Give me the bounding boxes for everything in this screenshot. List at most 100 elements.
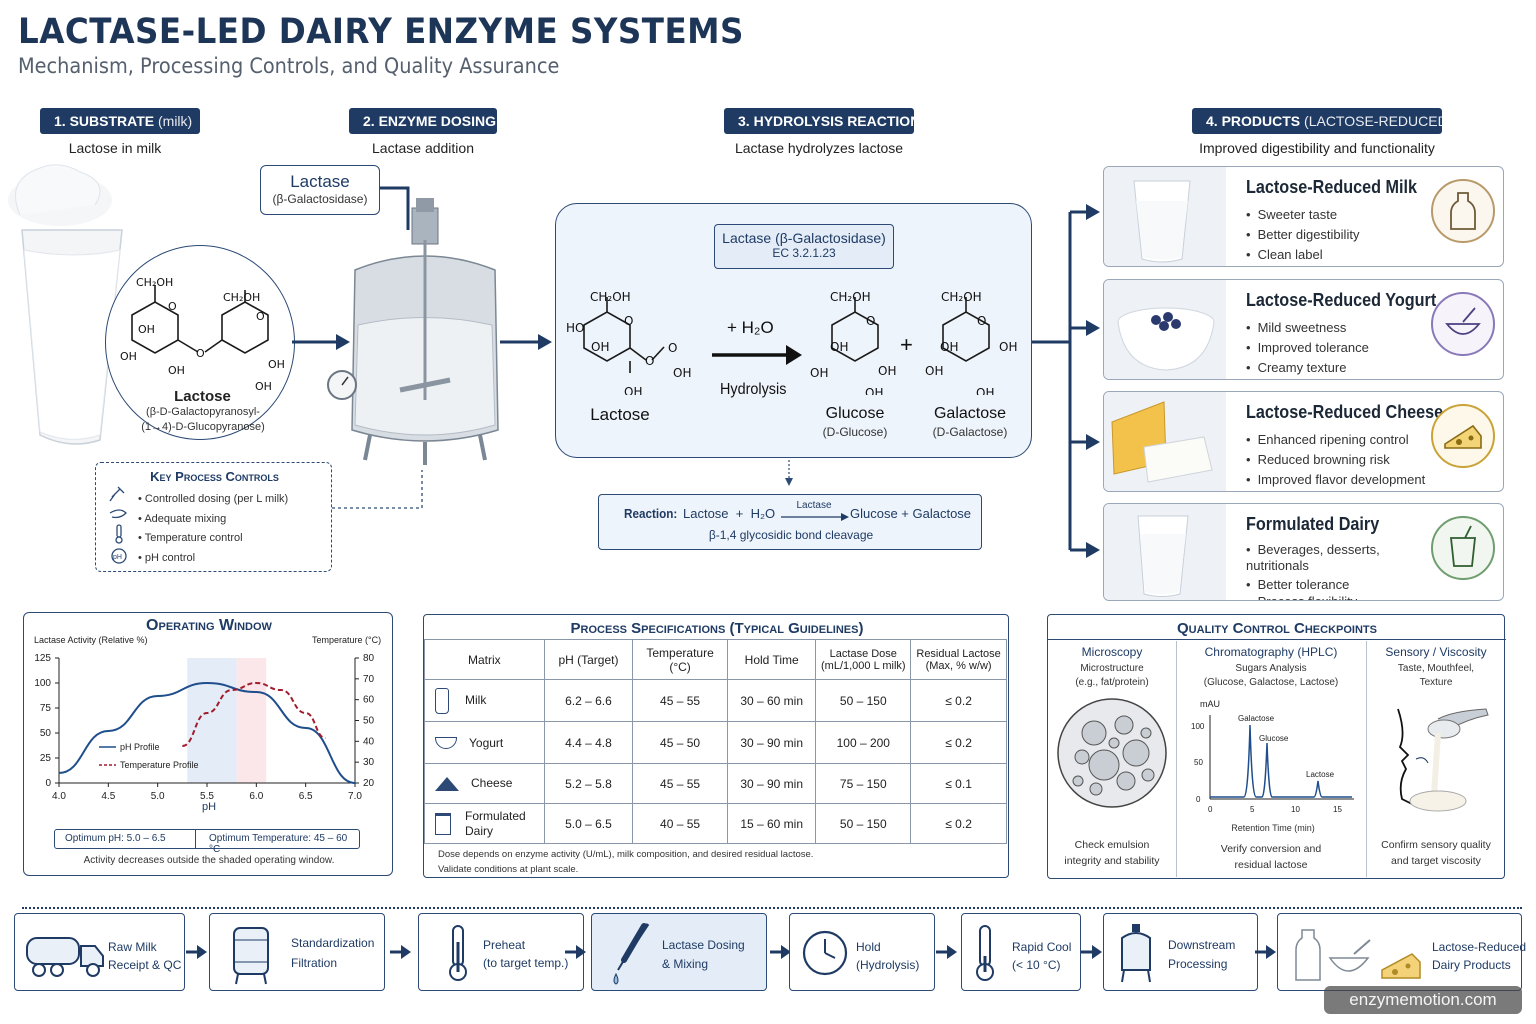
hplc-x-label: Retention Time (min)	[1231, 823, 1315, 833]
lactase-desc: (β-Galactosidase)	[272, 192, 368, 206]
table-row: Yogurt 4.4 – 4.8 45 – 50 30 – 90 min 100…	[424, 721, 1007, 764]
shaded-temp-window	[236, 658, 267, 783]
svg-text:5: 5	[1250, 805, 1255, 814]
sensory-sub-1: Taste, Mouthfeel,	[1397, 663, 1475, 674]
x-tick-label: 4.0	[52, 791, 66, 802]
flow-label-1: Preheat	[483, 938, 526, 952]
optimum-ph: Optimum pH: 5.0 – 6.5	[65, 833, 166, 844]
dose-cell: 50 – 150	[815, 803, 912, 844]
controls-icons: pH	[109, 486, 127, 564]
svg-text:OH: OH	[673, 366, 691, 380]
ec-number: EC 3.2.1.23	[772, 246, 836, 260]
mixing-icon	[109, 509, 127, 519]
svg-text:O: O	[168, 300, 177, 313]
residual-cell: ≤ 0.1	[910, 763, 1007, 804]
flow-label-2: (Hydrolysis)	[856, 958, 920, 972]
thermometer-icon	[449, 925, 467, 981]
control-item: • Temperature control	[138, 532, 243, 544]
matrix-cell: Yogurt	[469, 735, 504, 750]
reaction-galactose-sub: (D-Galactose)	[932, 425, 1008, 439]
control-item: • Adequate mixing	[138, 512, 227, 525]
equation-right: Glucose + Galactose	[850, 506, 972, 521]
hplc-foot-2: residual lactose	[1234, 859, 1308, 871]
operating-window-note: Activity decreases outside the shaded op…	[83, 855, 335, 866]
water-label: + H₂O	[727, 318, 774, 337]
svg-text:50: 50	[1194, 758, 1203, 767]
milk-glass-photo	[1104, 167, 1226, 266]
key-controls-title: Key Process Controls	[150, 469, 279, 484]
flow-label-2: (< 10 °C)	[1012, 958, 1061, 972]
ph-cell: 5.2 – 5.8	[543, 763, 634, 804]
y2-tick-label: 20	[363, 778, 375, 789]
svg-text:10: 10	[1291, 805, 1300, 814]
lactase-name: Lactase	[290, 172, 350, 191]
product-title: Formulated Dairy	[1246, 514, 1380, 534]
svg-text:OH: OH	[591, 340, 609, 354]
y-tick-label: 50	[40, 728, 52, 739]
svg-text:0: 0	[1208, 805, 1213, 814]
svg-text:CH₂OH: CH₂OH	[223, 291, 260, 304]
svg-text:OH: OH	[830, 340, 848, 354]
dose-cell: 75 – 150	[815, 763, 912, 804]
shaded-ph-window	[187, 658, 237, 783]
product-bullets: Enhanced ripening controlReduced brownin…	[1246, 430, 1426, 490]
flow-label-1: Lactase Dosing	[662, 938, 745, 952]
flow-step-preheat: Preheat (to target temp.)	[418, 913, 584, 991]
reaction-galactose-label: Galactose	[933, 405, 1007, 422]
y-tick-label: 100	[34, 678, 51, 689]
table-row: Formulated Dairy 5.0 – 6.5 40 – 55 15 – …	[424, 803, 1007, 844]
left-axis-label: Lactase Activity (Relative %)	[34, 635, 148, 645]
x-tick-label: 6.5	[299, 791, 313, 802]
flow-label-1: Raw Milk	[108, 940, 157, 954]
x-tick-label: 6.0	[249, 791, 263, 802]
svg-text:OH: OH	[999, 340, 1017, 354]
dairy-products-icon	[1295, 929, 1421, 981]
svg-text:OH: OH	[168, 364, 185, 377]
svg-text:CH₂OH: CH₂OH	[590, 290, 631, 304]
x-tick-label: 5.0	[151, 791, 165, 802]
watermark: enzymemotion.com	[1324, 986, 1522, 1014]
page-title: LACTASE-LED DAIRY ENZYME SYSTEMS	[18, 12, 744, 52]
y-tick-label: 75	[40, 703, 52, 714]
y-tick-label: 125	[34, 653, 51, 664]
hplc-chromatogram: 0 50 100 0 5 10 15 Galactose Glucose Lac…	[1191, 714, 1354, 814]
hplc-sub-2: (Glucose, Galactose, Lactose)	[1203, 677, 1339, 688]
hplc-title: Chromatography (HPLC)	[1204, 645, 1338, 659]
formulated-glass-photo	[1104, 504, 1226, 600]
y2-tick-label: 50	[363, 716, 375, 727]
svg-text:OH: OH	[810, 366, 828, 380]
y2-tick-label: 60	[363, 695, 375, 706]
residual-cell: ≤ 0.2	[910, 721, 1007, 764]
flow-step-lactase-dosing: Lactase Dosing & Mixing	[591, 913, 767, 991]
flow-chevron	[390, 945, 411, 959]
flow-arrow-1	[292, 334, 350, 350]
step-2-pill: 2. Enzyme Dosing	[349, 108, 497, 134]
tanker-truck-icon	[26, 937, 104, 977]
product-bullets: Beverages, desserts, nutritionalsBetter …	[1246, 542, 1396, 600]
peak-glucose-label: Glucose	[1259, 734, 1289, 743]
peak-lactose-label: Lactose	[1306, 770, 1335, 779]
dropper-icon	[613, 923, 650, 985]
equation-arrow	[781, 513, 849, 521]
step-4-subtitle: Improved digestibility and functionality	[1199, 140, 1435, 156]
col-header-hold: Hold Time	[726, 639, 817, 680]
table-row: Milk 6.2 – 6.6 45 – 55 30 – 60 min 50 – …	[424, 679, 1007, 722]
bottle-icon	[1431, 179, 1495, 243]
lactose-label: Lactose	[174, 388, 231, 405]
peak-galactose-label: Galactose	[1238, 714, 1275, 723]
flow-step-downstream: Downstream Processing	[1103, 913, 1258, 991]
optimum-temp: Optimum Temperature: 45 – 60 °C	[209, 833, 348, 855]
microscopy-sub-1: Microstructure	[1080, 663, 1144, 674]
key-process-controls-box: Key Process Controls pH • Controlled dos…	[95, 462, 332, 572]
product-title: Lactose-Reduced Yogurt	[1246, 290, 1437, 310]
flow-divider	[22, 907, 1522, 909]
flow-label-1: Lactose-Reduced	[1432, 940, 1527, 954]
microscopy-foot-2: integrity and stability	[1064, 855, 1160, 867]
reaction-glucose-label: Glucose	[825, 405, 885, 422]
svg-text:100: 100	[1191, 722, 1205, 731]
x-axis-label: pH	[201, 801, 217, 813]
equation-catalyst: Lactase	[796, 500, 832, 511]
equation-prefix: Reaction:	[624, 506, 678, 521]
svg-text:O: O	[256, 310, 265, 323]
